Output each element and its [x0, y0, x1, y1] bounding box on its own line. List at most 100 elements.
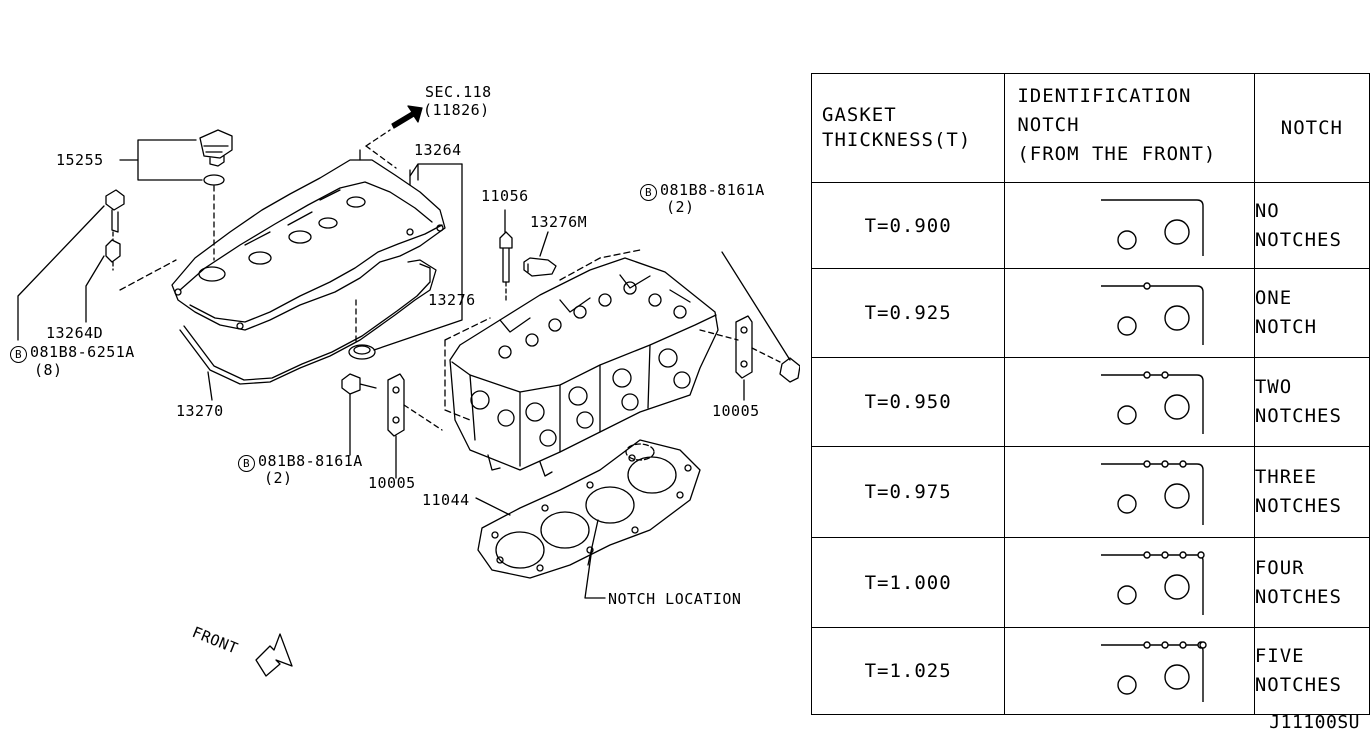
part-13276m-label: 13276M: [530, 213, 588, 231]
identification-notch-mark: [1143, 640, 1152, 649]
gasket-bolt-hole: [1164, 304, 1191, 331]
diagram-code: J11100SU: [1269, 712, 1360, 733]
identification-notch-mark: [1197, 550, 1206, 559]
gasket-edge: [1101, 553, 1205, 615]
gasket-edge: [1101, 198, 1205, 256]
bolt-8161a-right-qty: (2): [666, 198, 695, 216]
identification-notch-drawing: [1004, 268, 1255, 358]
grommet-13276: [348, 344, 376, 360]
identification-notch-mark: [1179, 550, 1188, 559]
gasket-outline-icon: [1101, 459, 1205, 525]
plug-13276m: [523, 257, 557, 277]
gasket-edge: [1101, 643, 1205, 702]
gasket-thickness-value: T=1.025: [810, 627, 1006, 715]
identification-notch-mark: [1143, 550, 1152, 559]
gasket-bolt-hole: [1117, 493, 1138, 514]
identification-notch-drawing: [1004, 182, 1255, 269]
gasket-bolt-hole: [1117, 674, 1138, 695]
sec-ref-part-label: (11826): [423, 101, 490, 119]
identification-notch-mark: [1161, 550, 1170, 559]
part-10005-bottom-label: 10005: [368, 474, 416, 492]
identification-notch-mark: [1161, 640, 1170, 649]
identification-notch-drawing: [1004, 357, 1255, 447]
identification-notch-drawing: [1004, 446, 1255, 538]
parts-diagram-drawing: [17, 105, 801, 677]
identification-notch-drawing: [1004, 627, 1255, 715]
identification-notch-mark: [1179, 640, 1188, 649]
sec-ref-label: SEC.118: [425, 83, 492, 101]
bracket-bolt-right: [779, 357, 801, 383]
bolt-symbol-icon: B: [10, 346, 27, 363]
gasket-bolt-hole: [1164, 218, 1191, 245]
leader-13264-b: [373, 163, 463, 351]
identification-notch-mark: [1199, 640, 1208, 649]
identification-notch-mark: [1143, 281, 1152, 290]
leader-11044: [475, 497, 511, 516]
notch-location-label: NOTCH LOCATION: [608, 590, 742, 608]
gasket-edge: [1101, 284, 1205, 345]
leader-13264-a: [409, 163, 463, 181]
identification-notch-mark: [1179, 459, 1188, 468]
head-gasket: [477, 439, 701, 579]
oil-filler-cap: [199, 129, 233, 186]
identification-notch-mark: [1143, 370, 1152, 379]
gasket-thickness-value: T=0.975: [810, 446, 1006, 538]
gasket-thickness-value: T=1.000: [810, 537, 1006, 628]
front-arrow: [255, 633, 293, 677]
stud-11056: [499, 231, 513, 283]
rocker-cover: [171, 159, 446, 331]
gasket-edge: [1101, 462, 1205, 525]
bolt-6251a-qty: (8): [34, 361, 63, 379]
part-13270-label: 13270: [176, 402, 224, 420]
gasket-outline-icon: [1101, 370, 1205, 434]
parts-diagram: SEC.118 (11826) 15255 13264 11056 13276M…: [10, 83, 801, 677]
part-13264-label: 13264: [414, 141, 462, 159]
sec-arrow: [391, 105, 423, 129]
gasket-outline-icon: [1101, 198, 1205, 256]
leader-13270: [207, 371, 213, 401]
bracket-bolt-left: [341, 373, 377, 395]
identification-notch-mark: [1161, 459, 1170, 468]
gasket-thickness-value: T=0.900: [810, 182, 1006, 269]
gasket-bolt-hole: [1164, 573, 1191, 600]
leader-notch-location: [584, 547, 606, 599]
cylinder-head: [449, 257, 719, 477]
header-notch: NOTCH: [1253, 73, 1370, 183]
gasket-bolt-hole: [1117, 315, 1138, 336]
bolt-8161a-left-qty: (2): [264, 469, 293, 487]
gasket-bolt-hole: [1117, 584, 1138, 605]
gasket-bolt-hole: [1117, 229, 1138, 250]
bracket-10005-right: [735, 315, 753, 379]
part-10005-right-label: 10005: [712, 402, 760, 420]
identification-notch-drawing: [1004, 537, 1255, 628]
bracket-10005-left: [387, 373, 405, 437]
gasket-bolt-hole: [1164, 393, 1191, 420]
gasket-thickness-value: T=0.925: [810, 268, 1006, 358]
identification-notch-mark: [1161, 370, 1170, 379]
leader-13276m: [539, 231, 549, 257]
gasket-outline-icon: [1101, 281, 1205, 345]
cover-bolt: [105, 189, 125, 263]
gasket-bolt-hole: [1117, 404, 1138, 425]
gasket-edge: [1101, 373, 1205, 434]
gasket-thickness-value: T=0.950: [810, 357, 1006, 447]
part-13264d-label: 13264D: [46, 324, 104, 342]
bolt-symbol-icon: B: [640, 184, 657, 201]
part-15255-label: 15255: [56, 151, 104, 169]
part-13276-label: 13276: [428, 291, 476, 309]
